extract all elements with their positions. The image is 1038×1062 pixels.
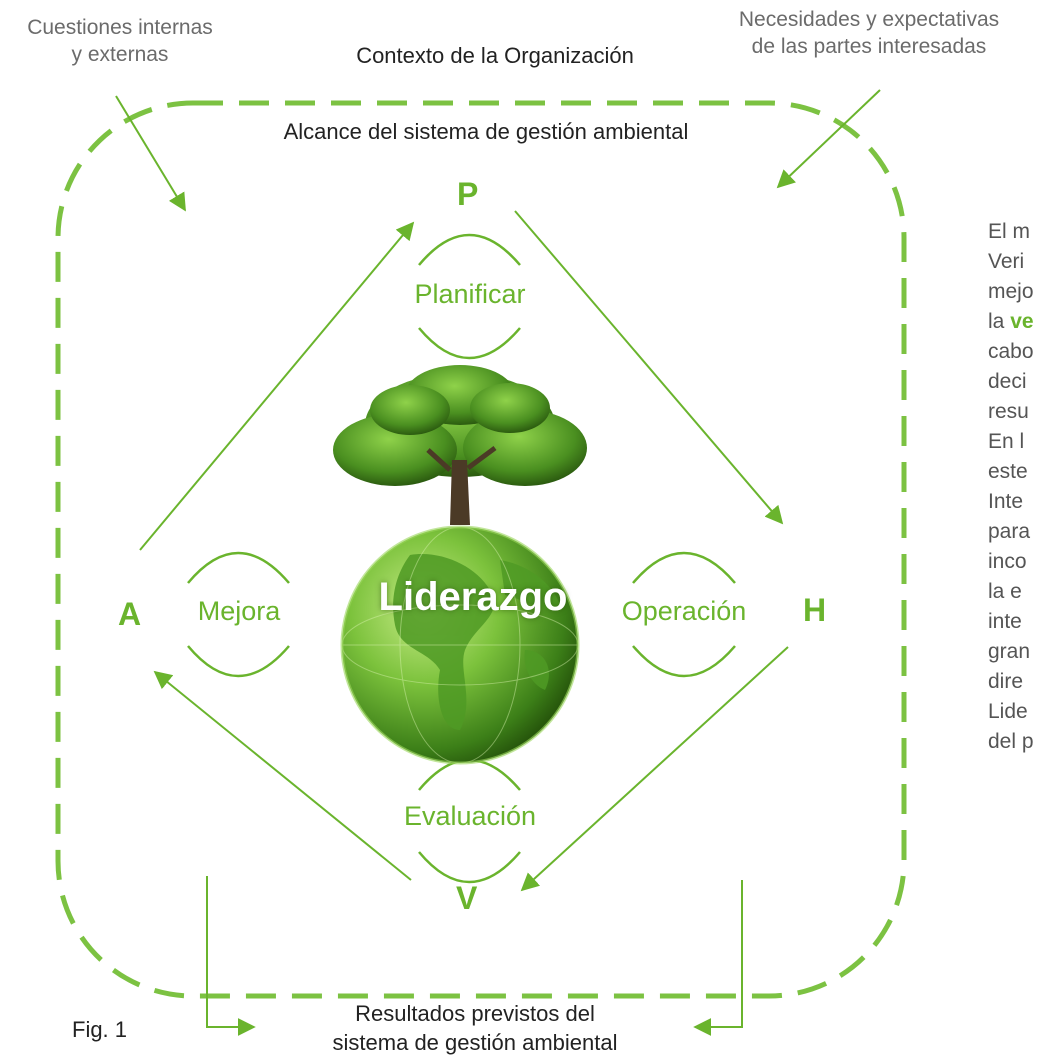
- label-alcance: Alcance del sistema de gestión ambiental: [283, 119, 689, 144]
- label-liderazgo: Liderazgo: [378, 575, 568, 619]
- side-line: mejo: [988, 280, 1034, 303]
- side-line: este: [988, 460, 1028, 483]
- label-necesidades: Necesidades y expectativas de las partes…: [738, 8, 1000, 59]
- arrow-v-to-a: [153, 670, 412, 881]
- arc-evaluacion-bottom: [418, 851, 521, 884]
- step-mejora: Mejora: [197, 596, 281, 626]
- phase-a: A: [118, 596, 142, 632]
- phase-v: V: [456, 880, 478, 916]
- label-resultados: Resultados previstos del sistema de gest…: [332, 1001, 618, 1055]
- figure-caption: Fig. 1: [72, 1017, 128, 1042]
- side-line: la ve: [988, 310, 1034, 333]
- side-line: Inte: [988, 490, 1024, 513]
- arc-operacion-top: [632, 551, 736, 584]
- arrow-a-to-p: [139, 221, 415, 551]
- side-line: para: [988, 520, 1031, 543]
- side-line: gran: [988, 640, 1031, 663]
- side-line: Veri: [988, 250, 1025, 273]
- side-line: del p: [988, 730, 1034, 753]
- label-cuestiones: Cuestiones internas y externas: [27, 16, 213, 67]
- arrow-necesidades: [776, 89, 881, 189]
- step-planificar: Planificar: [414, 279, 526, 309]
- side-line: Lide: [988, 700, 1028, 723]
- side-line: dire: [988, 670, 1024, 693]
- scope-boundary: [55, 100, 907, 999]
- arc-planificar-bottom: [418, 327, 521, 360]
- arc-mejora-top: [187, 551, 290, 584]
- arc-operacion-bottom: [632, 645, 736, 678]
- step-evaluacion: Evaluación: [403, 801, 537, 831]
- label-contexto: Contexto de la Organización: [356, 43, 634, 68]
- arc-planificar-top: [418, 233, 521, 266]
- arrow-resultados-left: [206, 876, 256, 1036]
- side-line: inco: [988, 550, 1027, 573]
- side-line: inte: [988, 610, 1022, 633]
- side-line: la e: [988, 580, 1022, 603]
- arrow-cuestiones: [115, 95, 186, 212]
- phase-p: P: [457, 176, 479, 212]
- side-line: resu: [988, 400, 1029, 423]
- phase-h: H: [803, 592, 827, 628]
- tree-globe-icon: [333, 365, 587, 765]
- side-line: cabo: [988, 340, 1034, 363]
- side-line: En l: [988, 430, 1025, 453]
- step-operacion: Operación: [621, 596, 747, 626]
- arrow-p-to-h: [514, 210, 784, 525]
- arrow-h-to-v: [520, 646, 789, 892]
- side-line: deci: [988, 370, 1027, 393]
- arc-mejora-bottom: [187, 645, 290, 678]
- arrow-resultados-right: [693, 880, 743, 1036]
- side-paragraph: El m Veri mejo la ve cabo deci resu En l…: [988, 217, 1038, 757]
- side-line: El m: [988, 220, 1030, 243]
